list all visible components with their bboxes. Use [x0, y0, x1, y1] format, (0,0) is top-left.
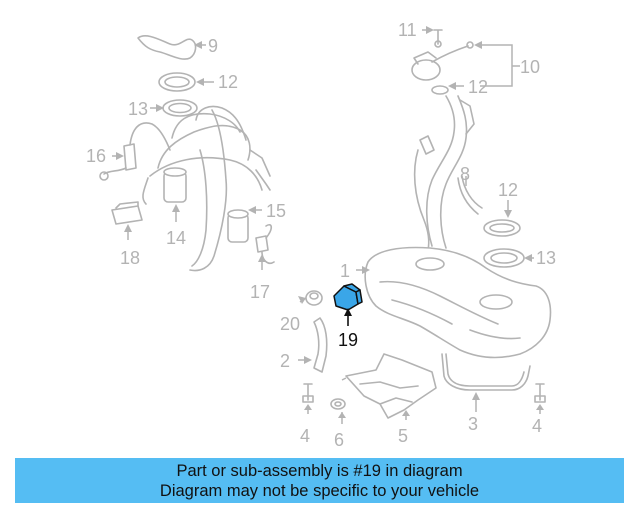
- callout-15: 15: [266, 201, 286, 221]
- part-4-bolt-left: 4: [300, 383, 314, 446]
- part-13-gasket-left: 13: [128, 99, 198, 119]
- banner-line-2: Diagram may not be specific to your vehi…: [159, 482, 480, 500]
- part-13-gasket-right: 13: [483, 248, 556, 268]
- part-12-lock-ring-right: 12: [483, 180, 521, 237]
- callout-16: 16: [86, 146, 106, 166]
- leader-arrowheads: [116, 26, 544, 418]
- callout-2: 2: [280, 351, 290, 371]
- part-7-filler-neck: 8: [413, 95, 483, 251]
- callout-1: 1: [340, 261, 350, 281]
- callout-17: 17: [250, 282, 270, 302]
- callout-7: 8: [460, 164, 470, 184]
- callout-4-left: 4: [300, 426, 310, 446]
- callout-5: 5: [398, 426, 408, 446]
- callout-6: 6: [334, 430, 344, 450]
- info-banner: Part or sub-assembly is #19 in diagram D…: [15, 458, 624, 503]
- part-3-strap: 3: [441, 353, 531, 434]
- part-11-bolt: 11: [398, 20, 443, 48]
- callout-4-right: 4: [532, 416, 542, 436]
- part-14-fuel-pump: 14: [142, 105, 271, 272]
- callout-12-right: 12: [498, 180, 518, 200]
- part-6-nut: 6: [330, 398, 346, 450]
- callout-3: 3: [468, 414, 478, 434]
- part-1-fuel-tank: 1: [340, 246, 552, 359]
- part-9-fuel-cap: 10: [411, 41, 540, 87]
- parts-diagram: 9 12 13 16 14 15: [86, 20, 556, 450]
- callout-11: 11: [398, 20, 417, 40]
- callout-18: 18: [120, 248, 140, 268]
- part-17-sensor-lead: 17: [250, 223, 275, 302]
- callout-13-right: 13: [536, 248, 556, 268]
- callout-8: 9: [208, 36, 218, 56]
- part-19-highlighted[interactable]: 19: [333, 283, 363, 350]
- callout-19: 19: [338, 330, 358, 350]
- part-5-heat-shield: 5: [341, 353, 437, 446]
- part-15-canister: 15: [227, 201, 286, 243]
- callout-13-left: 13: [128, 99, 148, 119]
- callout-12-left: 12: [218, 72, 238, 92]
- part-10-seal: 12: [431, 77, 488, 97]
- callout-10: 12: [468, 77, 488, 97]
- part-12-lock-ring-left: 12: [158, 72, 238, 92]
- banner-line-1: Part or sub-assembly is #19 in diagram: [176, 462, 463, 480]
- callout-20: 20: [280, 314, 300, 334]
- part-8-wire-harness: 9: [137, 35, 218, 60]
- callout-9: 10: [520, 57, 540, 77]
- callout-14: 14: [166, 228, 186, 248]
- part-18-connector: 18: [111, 201, 143, 268]
